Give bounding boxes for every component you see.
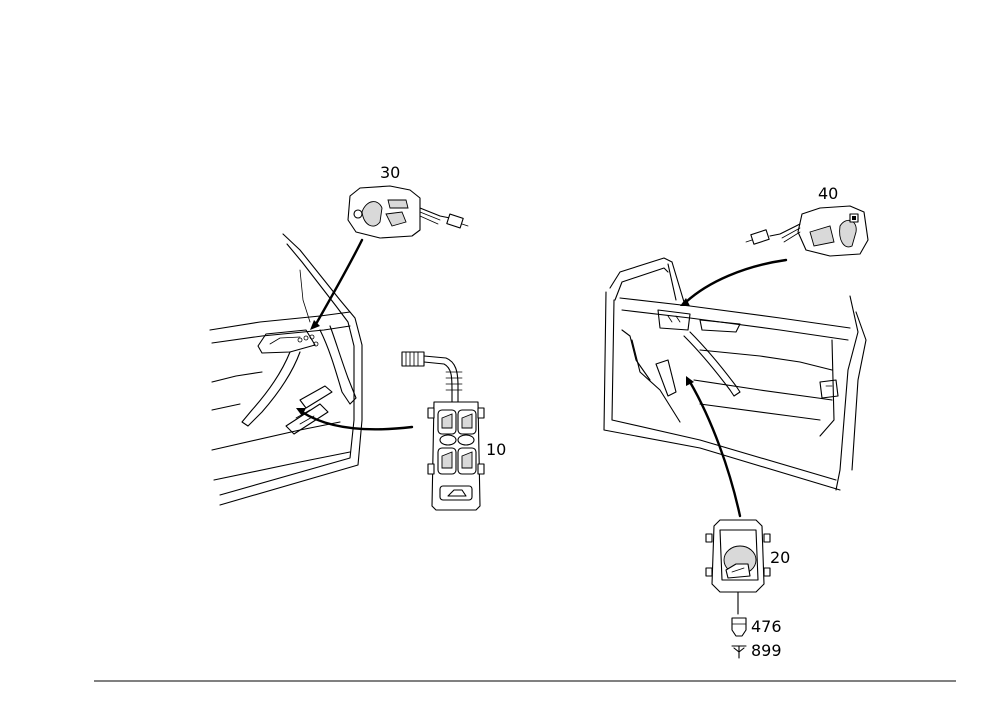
callout-20: 20 xyxy=(770,548,790,567)
screw-part-899 xyxy=(731,645,747,659)
callout-10: 10 xyxy=(486,440,506,459)
left-door-illustration xyxy=(209,233,363,506)
seat-switch-part-40 xyxy=(745,205,869,257)
seat-switch-part-30 xyxy=(347,185,469,239)
callout-30: 30 xyxy=(380,163,400,182)
leader-lines xyxy=(296,238,788,518)
callout-476: 476 xyxy=(751,617,782,636)
callout-40: 40 xyxy=(818,184,838,203)
callout-899: 899 xyxy=(751,641,782,660)
cap-part-476 xyxy=(731,617,747,637)
window-switch-block-part-10 xyxy=(401,351,485,511)
right-door-illustration xyxy=(603,257,867,491)
window-switch-part-20 xyxy=(705,519,771,615)
